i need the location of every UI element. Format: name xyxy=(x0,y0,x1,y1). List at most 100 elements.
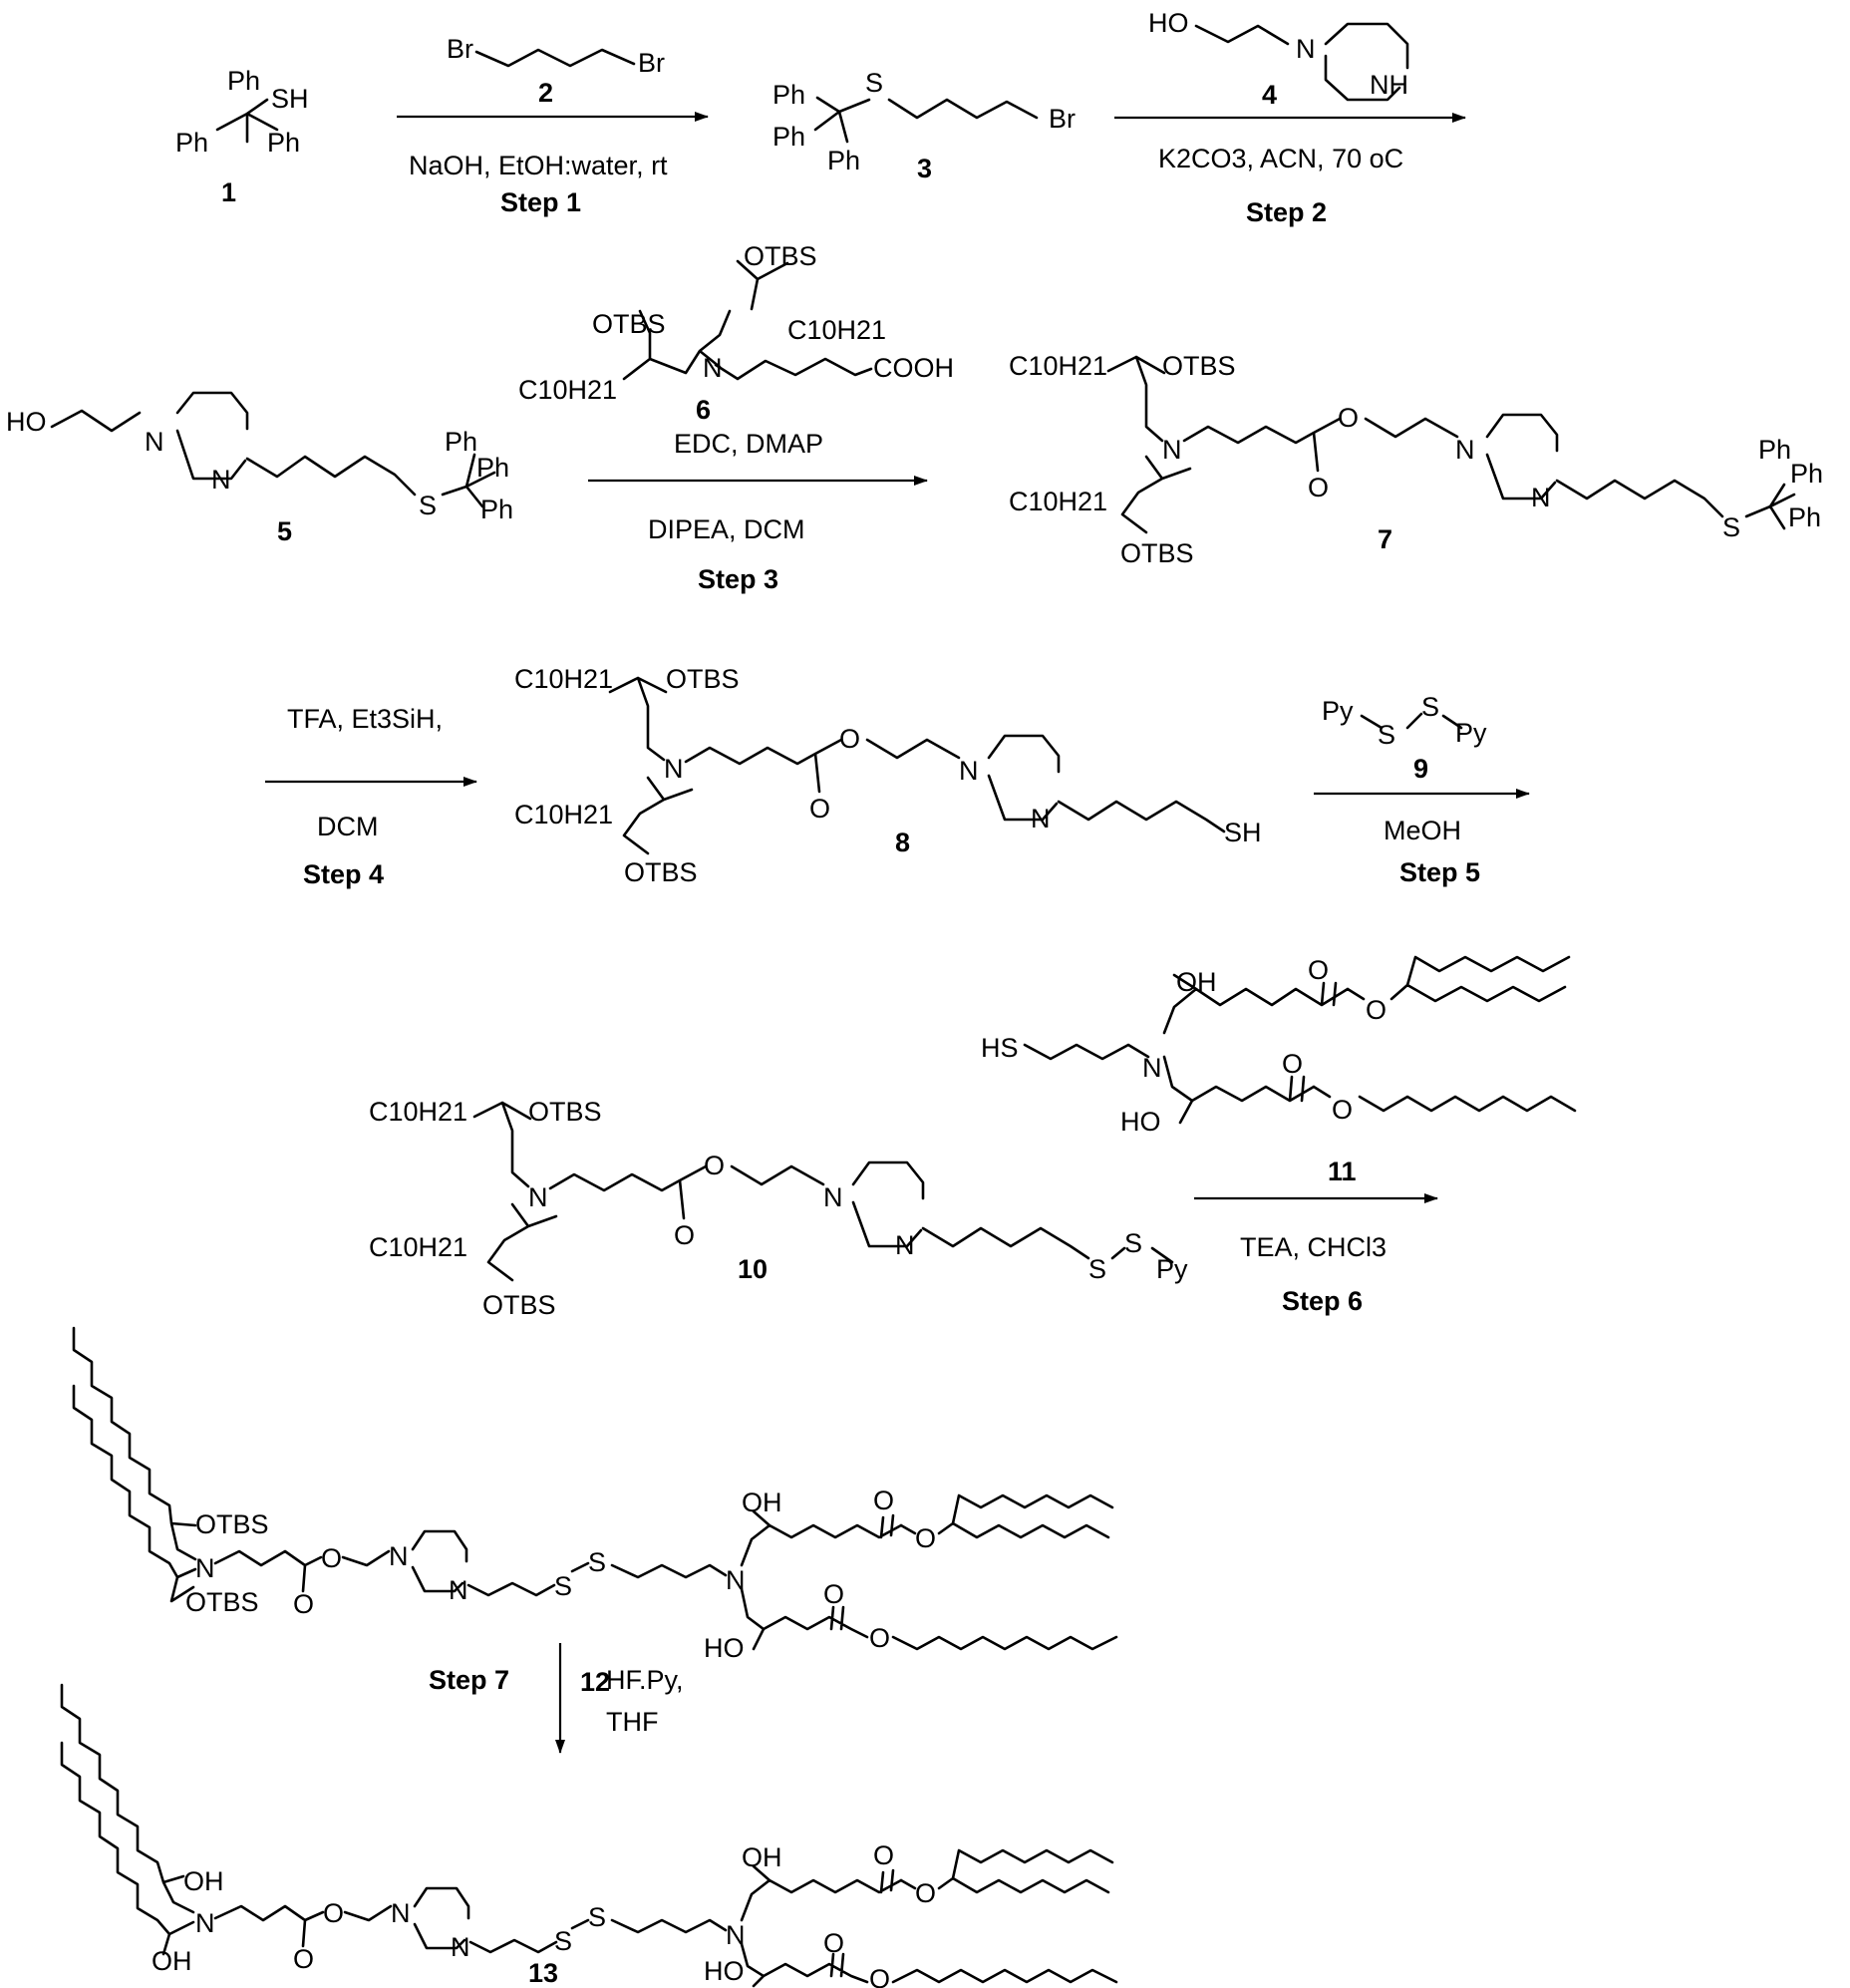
step-4: TFA, Et3SiH, DCM Step 4 xyxy=(265,704,476,889)
compound-11-label-o-ester-1: O xyxy=(1366,995,1387,1025)
step-5-condition: MeOH xyxy=(1384,816,1461,845)
step-6: TEA, CHCl3 Step 6 xyxy=(1194,1198,1437,1316)
compound-10-label-otbs-bottom: OTBS xyxy=(482,1290,556,1320)
compound-1: Ph SH Ph Ph 1 xyxy=(175,66,309,207)
compound-5-label-n-2: N xyxy=(211,465,231,495)
compound-8-label-c10h21-bottom: C10H21 xyxy=(514,800,613,829)
step-3-label: Step 3 xyxy=(698,564,778,594)
step-4-condition-2: DCM xyxy=(317,812,379,841)
compound-2: Br Br 2 xyxy=(447,34,665,108)
compound-12-label-ho: HO xyxy=(704,1633,745,1663)
compound-11-label-hs: HS xyxy=(981,1033,1019,1063)
compound-10-label-c10h21-top: C10H21 xyxy=(369,1097,467,1127)
compound-8-label-n: N xyxy=(664,754,684,784)
compound-11-label-ho: HO xyxy=(1120,1107,1161,1137)
compound-10-label-o-carbonyl: O xyxy=(674,1220,695,1250)
step-4-label: Step 4 xyxy=(303,859,384,889)
compound-8-label-otbs-top: OTBS xyxy=(666,664,740,694)
compound-10-label-otbs-top: OTBS xyxy=(528,1097,602,1127)
compound-10: C10H21 OTBS N O O N N S S Py C10H21 OTBS… xyxy=(369,1097,1188,1320)
compound-4-label-ho: HO xyxy=(1148,8,1189,38)
compound-5: HO N N S Ph Ph Ph 5 xyxy=(6,393,513,546)
step-6-condition: TEA, CHCl3 xyxy=(1240,1232,1387,1262)
compound-7-label-c10h21-top: C10H21 xyxy=(1009,351,1107,381)
compound-10-label-s-1: S xyxy=(1088,1254,1106,1284)
compound-13-label-o-ester-1: O xyxy=(915,1878,936,1908)
compound-1-number: 1 xyxy=(221,177,236,207)
compound-7-label-ph-1: Ph xyxy=(1758,435,1791,465)
compound-6: OTBS OTBS C10H21 C10H21 N COOH 6 xyxy=(518,241,954,425)
step-6-label: Step 6 xyxy=(1282,1286,1363,1316)
compound-1-label-sh: SH xyxy=(271,84,309,114)
compound-7-label-o-carbonyl: O xyxy=(1308,473,1329,502)
compound-13-label-o-ester-left: O xyxy=(323,1898,344,1928)
compound-12-label-o-ester-2: O xyxy=(869,1623,890,1653)
compound-7-label-n: N xyxy=(1162,435,1182,465)
compound-13-label-o-carbonyl-left: O xyxy=(293,1944,314,1974)
step-1-label: Step 1 xyxy=(500,187,581,217)
compound-10-label-o-ester: O xyxy=(704,1151,725,1180)
step-3-condition-2: DIPEA, DCM xyxy=(648,514,805,544)
compound-4-label-n: N xyxy=(1296,34,1316,64)
compound-9-label-s-1: S xyxy=(1378,720,1395,750)
compound-8: C10H21 OTBS N O O N N SH C10H21 OTBS 8 xyxy=(514,664,1262,887)
compound-7-label-ph-2: Ph xyxy=(1790,459,1823,489)
compound-8-label-n-2: N xyxy=(959,756,979,786)
step-3: OTBS OTBS C10H21 C10H21 N COOH 6 EDC, DM… xyxy=(518,241,954,594)
compound-12-label-oh: OH xyxy=(742,1488,782,1517)
compound-4-number: 4 xyxy=(1262,80,1277,110)
step-2: HO N NH 4 K2CO3, ACN, 70 oC Step 2 xyxy=(1114,8,1465,227)
compound-12: OTBS N O O N N S S OH N O O OTBS HO O O … xyxy=(74,1328,1116,1697)
compound-10-label-n: N xyxy=(528,1182,548,1212)
compound-13-label-oh-bottom: OH xyxy=(152,1946,192,1976)
compound-12-label-n-2: N xyxy=(389,1541,409,1571)
compound-12-label-o-carbonyl-left: O xyxy=(293,1589,314,1619)
compound-7-label-ph-3: Ph xyxy=(1788,502,1821,532)
compound-8-label-n-3: N xyxy=(1031,804,1051,833)
compound-4: HO N NH 4 xyxy=(1148,8,1408,110)
compound-3-label-br: Br xyxy=(1049,104,1076,134)
compound-10-number: 10 xyxy=(738,1254,768,1284)
compound-13-label-oh: OH xyxy=(742,1842,782,1872)
compound-11-label-o-carbonyl-1: O xyxy=(1308,955,1329,985)
compound-6-label-otbs-left: OTBS xyxy=(592,309,666,339)
compound-13-label-ho: HO xyxy=(704,1956,745,1986)
compound-13-label-n-left: N xyxy=(195,1908,215,1938)
compound-11-label-o-ester-2: O xyxy=(1332,1095,1353,1125)
step-5: Py S S Py 9 MeOH Step 5 xyxy=(1314,692,1529,887)
compound-13-label-s-1: S xyxy=(554,1926,572,1956)
compound-9-number: 9 xyxy=(1413,754,1428,784)
compound-7: C10H21 OTBS N O O N N S Ph Ph Ph C10H21 … xyxy=(1009,351,1823,568)
compound-10-label-s-2: S xyxy=(1124,1228,1142,1258)
compound-8-label-otbs-bottom: OTBS xyxy=(624,857,698,887)
compound-8-label-sh: SH xyxy=(1224,818,1262,847)
step-1: Br Br 2 NaOH, EtOH:water, rt Step 1 xyxy=(397,34,708,217)
compound-9-label-py-left: Py xyxy=(1322,696,1354,726)
compound-13-label-s-2: S xyxy=(588,1902,606,1932)
compound-13-label-n-right: N xyxy=(726,1920,746,1950)
compound-3-label-ph-1: Ph xyxy=(772,80,805,110)
compound-5-label-ph-1: Ph xyxy=(445,427,477,457)
compound-2-label-br-right: Br xyxy=(638,48,665,78)
step-1-condition: NaOH, EtOH:water, rt xyxy=(409,151,668,180)
compound-12-label-n-right: N xyxy=(726,1565,746,1595)
compound-11-label-n: N xyxy=(1142,1053,1162,1083)
compound-8-label-o-ester: O xyxy=(839,724,860,754)
compound-11-number: 11 xyxy=(1328,1157,1357,1186)
step-4-condition-1: TFA, Et3SiH, xyxy=(287,704,443,734)
compound-7-label-o-ester: O xyxy=(1338,403,1359,433)
compound-5-number: 5 xyxy=(277,516,292,546)
compound-7-label-c10h21-bottom: C10H21 xyxy=(1009,487,1107,516)
compound-11: OH HS N O O O O HO 11 xyxy=(981,955,1575,1186)
compound-13: OH N O O N N S S OH N O O OH HO O O 13 xyxy=(62,1685,1116,1988)
compound-12-label-n-3: N xyxy=(449,1575,468,1605)
compound-7-label-otbs-bottom: OTBS xyxy=(1120,538,1194,568)
compound-12-label-o-ester-left: O xyxy=(321,1543,342,1573)
compound-7-label-n-2: N xyxy=(1455,435,1475,465)
compound-8-label-o-carbonyl: O xyxy=(809,794,830,824)
compound-1-label-ph-right: Ph xyxy=(267,128,300,158)
compound-8-number: 8 xyxy=(895,828,910,857)
compound-6-number: 6 xyxy=(696,395,711,425)
compound-7-label-s: S xyxy=(1722,512,1740,542)
